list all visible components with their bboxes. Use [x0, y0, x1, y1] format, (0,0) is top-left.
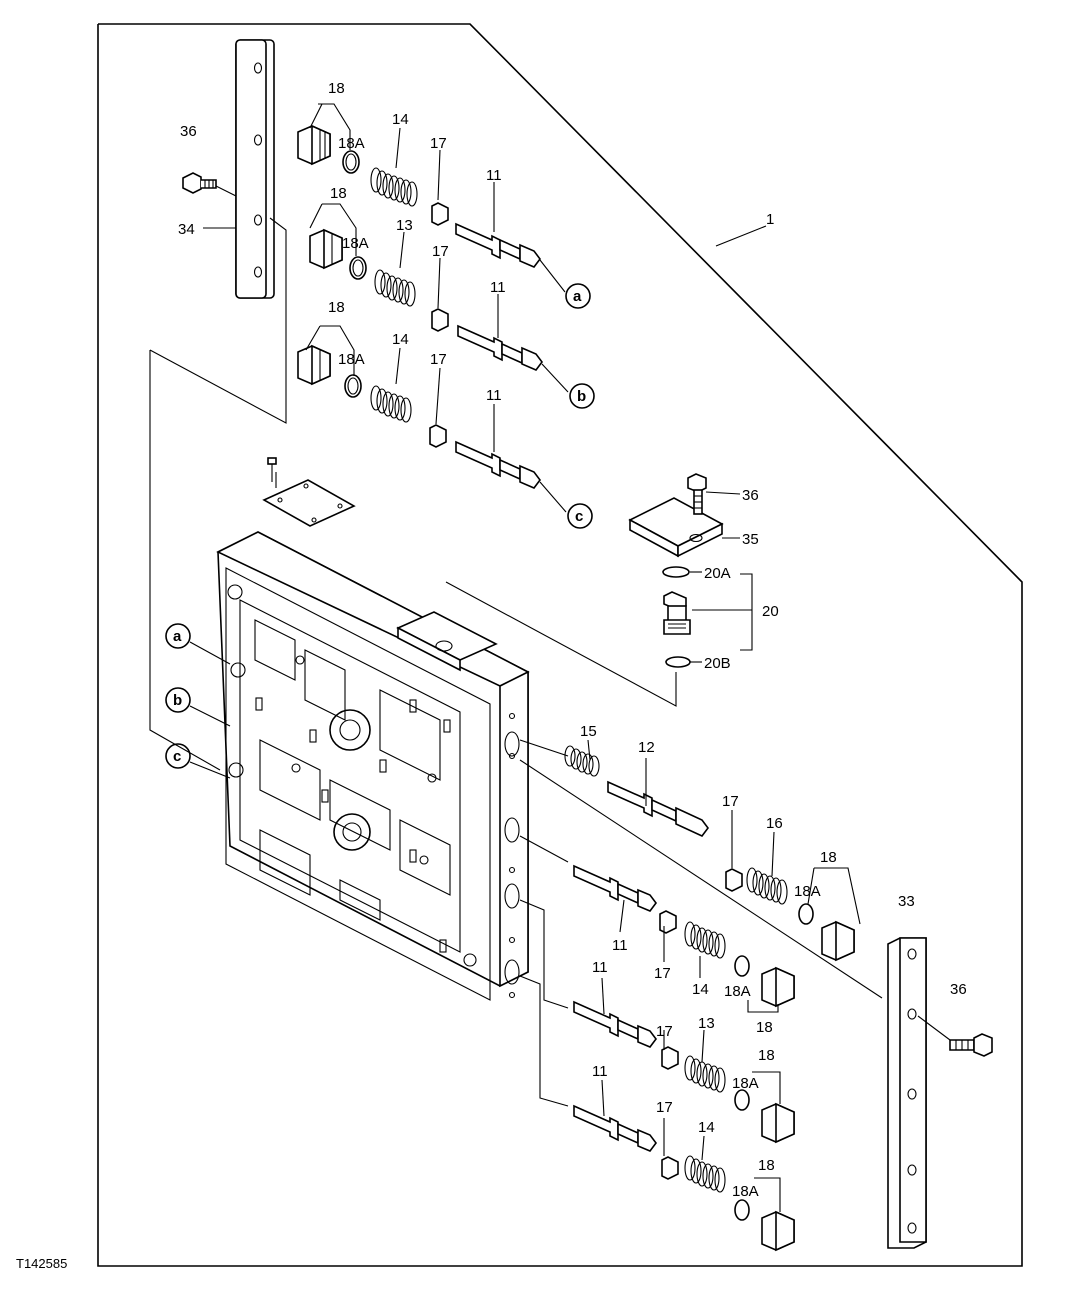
label-14: 14 — [698, 1119, 715, 1136]
bolt-36-top — [687, 473, 741, 515]
label-11: 11 — [486, 387, 502, 404]
svg-text:a: a — [173, 628, 182, 645]
plate-35 — [628, 497, 724, 558]
bolt-36-right — [917, 1015, 993, 1057]
callout-b-left: b — [165, 687, 231, 727]
label-18A: 18A — [338, 351, 365, 368]
label-11: 11 — [486, 167, 502, 184]
label-33: 33 — [898, 893, 915, 910]
callout-a-top: a — [565, 283, 591, 309]
label-18A: 18A — [732, 1075, 759, 1092]
label-18: 18 — [328, 80, 345, 97]
plate-34 — [235, 39, 275, 299]
label-11: 11 — [612, 937, 628, 954]
label-14: 14 — [692, 981, 709, 998]
label-11: 11 — [592, 959, 608, 976]
valve-body — [216, 531, 530, 1001]
label-18A: 18A — [338, 135, 365, 152]
label-13: 13 — [698, 1015, 715, 1032]
spool-set-row-2 — [309, 228, 569, 393]
plate-33 — [887, 937, 927, 1249]
assembly-frame — [97, 23, 1023, 1267]
relief-valve-20 — [662, 566, 691, 668]
label-11: 11 — [490, 279, 506, 296]
svg-text:c: c — [575, 508, 583, 525]
label-18A: 18A — [342, 235, 369, 252]
svg-text:b: b — [173, 692, 182, 709]
spool-set-row-3 — [297, 344, 567, 513]
label-12: 12 — [638, 739, 655, 756]
label-11: 11 — [592, 1063, 608, 1080]
svg-text:b: b — [577, 388, 586, 405]
label-36: 36 — [742, 487, 759, 504]
label-17: 17 — [654, 965, 671, 982]
label-17: 17 — [722, 793, 739, 810]
label-14: 14 — [392, 111, 409, 128]
label-18: 18 — [758, 1047, 775, 1064]
label-17: 17 — [432, 243, 449, 260]
label-17: 17 — [656, 1099, 673, 1116]
svg-text:c: c — [173, 748, 181, 765]
label-20A: 20A — [704, 565, 731, 582]
label-18: 18 — [756, 1019, 773, 1036]
label-18: 18 — [820, 849, 837, 866]
label-18A: 18A — [794, 883, 821, 900]
label-18: 18 — [328, 299, 345, 316]
callout-c-top: c — [567, 503, 593, 529]
label-36: 36 — [180, 123, 197, 140]
spool-set-12 — [564, 745, 855, 962]
label-1: 1 — [766, 211, 774, 228]
label-36: 36 — [950, 981, 967, 998]
svg-text:a: a — [573, 288, 582, 305]
cover-plate — [262, 457, 356, 527]
label-17: 17 — [430, 135, 447, 152]
label-17: 17 — [656, 1023, 673, 1040]
label-34: 34 — [178, 221, 195, 238]
label-14: 14 — [392, 331, 409, 348]
label-18A: 18A — [732, 1183, 759, 1200]
spool-set-row-4 — [573, 864, 795, 1008]
label-13: 13 — [396, 217, 413, 234]
callout-a-left: a — [165, 623, 231, 665]
callout-c-left: c — [165, 743, 231, 779]
spool-set-row-6 — [573, 1104, 795, 1252]
label-20: 20 — [762, 603, 779, 620]
spool-set-row-1 — [297, 124, 566, 293]
figure-reference-id: T142585 — [16, 1256, 68, 1271]
label-35: 35 — [742, 531, 759, 548]
spool-set-row-5 — [573, 1000, 795, 1144]
label-18A: 18A — [724, 983, 751, 1000]
label-18: 18 — [330, 185, 347, 202]
label-20B: 20B — [704, 655, 731, 672]
label-16: 16 — [766, 815, 783, 832]
label-17: 17 — [430, 351, 447, 368]
bolt-36-left — [182, 172, 237, 197]
callout-b-top: b — [569, 383, 595, 409]
label-15: 15 — [580, 723, 597, 740]
label-18: 18 — [758, 1157, 775, 1174]
